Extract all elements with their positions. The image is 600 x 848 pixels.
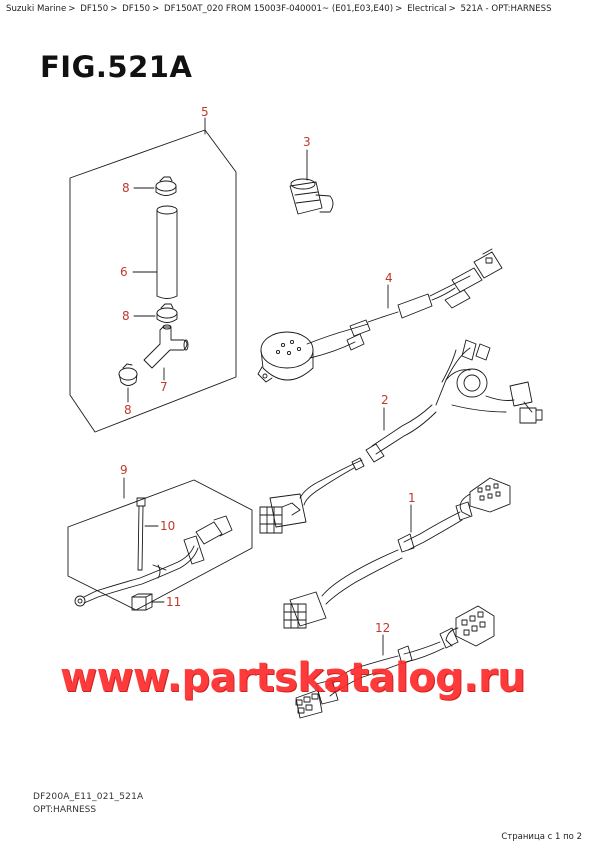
watermark-text: www.partskatalog.ru — [60, 655, 526, 701]
breadcrumb-item[interactable]: DF150 — [80, 4, 109, 14]
page-counter: Страница с 1 по 2 — [501, 832, 582, 842]
callout-4[interactable]: 4 — [385, 271, 393, 285]
diagram-name: OPT:HARNESS — [33, 805, 97, 815]
breadcrumb-item[interactable]: Electrical — [407, 4, 447, 14]
breadcrumb-item[interactable]: Suzuki Marine — [6, 4, 67, 14]
callout-12[interactable]: 12 — [375, 621, 390, 635]
callout-10[interactable]: 10 — [160, 519, 175, 533]
breadcrumb: Suzuki Marine> DF150> DF150> DF150AT_020… — [6, 4, 552, 14]
callout-3[interactable]: 3 — [303, 135, 311, 149]
buzzer-harness-part — [257, 248, 503, 383]
breadcrumb-current: 521A - OPT:HARNESS — [460, 4, 552, 14]
hose-clamp-part — [118, 363, 138, 386]
hose-clamp-part — [155, 176, 177, 196]
callout-5[interactable]: 5 — [201, 105, 209, 119]
hose-clamp-part — [156, 303, 178, 323]
cable-tie-part — [136, 497, 146, 571]
hose-part — [156, 205, 178, 299]
ground-wire-part — [74, 515, 233, 607]
extension-harness-part — [283, 477, 511, 629]
breadcrumb-item[interactable]: DF150AT_020 FROM 15003F-040001~ (E01,E03… — [164, 4, 394, 14]
callout-8a[interactable]: 8 — [122, 181, 130, 195]
callout-9[interactable]: 9 — [120, 463, 128, 477]
small-connector-part — [131, 593, 153, 611]
figure-title: FIG.521A — [40, 50, 193, 84]
callout-2[interactable]: 2 — [381, 393, 389, 407]
callout-1[interactable]: 1 — [408, 491, 416, 505]
callout-6[interactable]: 6 — [120, 265, 128, 279]
kit-box-9 — [67, 479, 253, 611]
breadcrumb-item[interactable]: DF150 — [122, 4, 151, 14]
kit-box-5 — [69, 129, 237, 433]
callout-8c[interactable]: 8 — [124, 403, 132, 417]
callout-8b[interactable]: 8 — [122, 309, 130, 323]
t-joint-part — [143, 324, 189, 369]
main-harness-part — [259, 339, 543, 534]
plug-part — [289, 178, 334, 215]
callout-11[interactable]: 11 — [166, 595, 181, 609]
adapter-harness-part — [295, 605, 495, 719]
callout-7[interactable]: 7 — [160, 380, 168, 394]
diagram-code: DF200A_E11_021_521A — [33, 792, 144, 802]
